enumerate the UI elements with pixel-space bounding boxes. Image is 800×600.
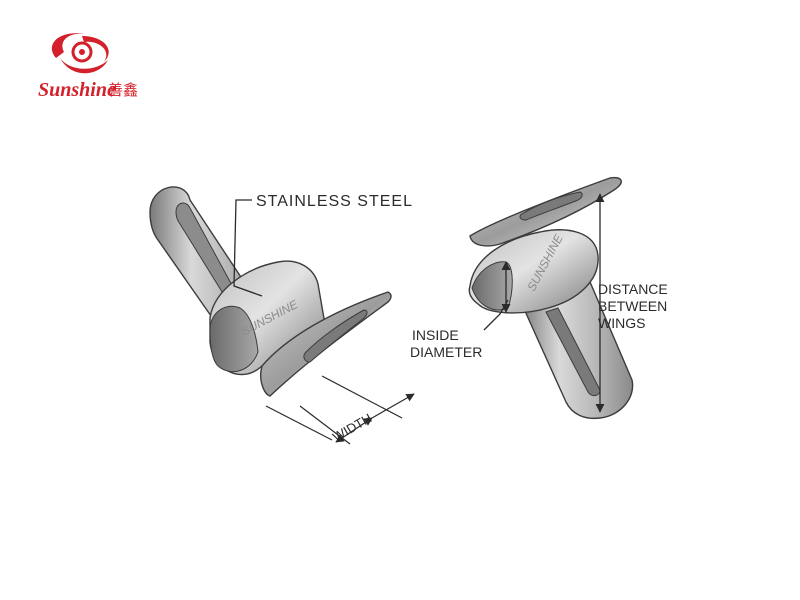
left-clip: SUNSHINE <box>149 186 392 397</box>
distance-label-line1: DISTANCE <box>598 281 668 297</box>
swirl-logo-icon <box>51 33 109 74</box>
distance-label-line3: WINGS <box>598 315 645 331</box>
stainless-steel-leader-line <box>233 199 263 297</box>
stainless-steel-label: STAINLESS STEEL <box>256 193 413 210</box>
inside-diameter-leader-line <box>483 299 509 331</box>
inside-diameter-callout: INSIDE DIAMETER <box>410 261 511 360</box>
right-clip-top-wing-slot <box>519 191 583 221</box>
distance-label-line2: BETWEEN <box>598 298 667 314</box>
brand-name-cn: 善鑫 <box>108 81 138 99</box>
brand-logo: Sunshine 善鑫 <box>38 33 138 101</box>
width-arrow <box>371 393 415 419</box>
width-label: WIDTH <box>330 410 374 444</box>
width-extension-line <box>265 405 333 441</box>
inside-diameter-label-line1: INSIDE <box>412 327 459 343</box>
width-extension-line <box>321 375 403 419</box>
width-dimension: WIDTH <box>265 375 415 445</box>
left-clip-wing-slot <box>303 309 368 363</box>
width-arrow <box>335 417 373 443</box>
stainless-steel-callout: STAINLESS STEEL <box>233 193 413 297</box>
left-clip-tube-opening <box>209 305 259 373</box>
brand-name: Sunshine <box>38 79 116 101</box>
distance-between-wings-callout: DISTANCE BETWEEN WINGS <box>595 193 668 413</box>
inside-diameter-label-line2: DIAMETER <box>410 344 482 360</box>
